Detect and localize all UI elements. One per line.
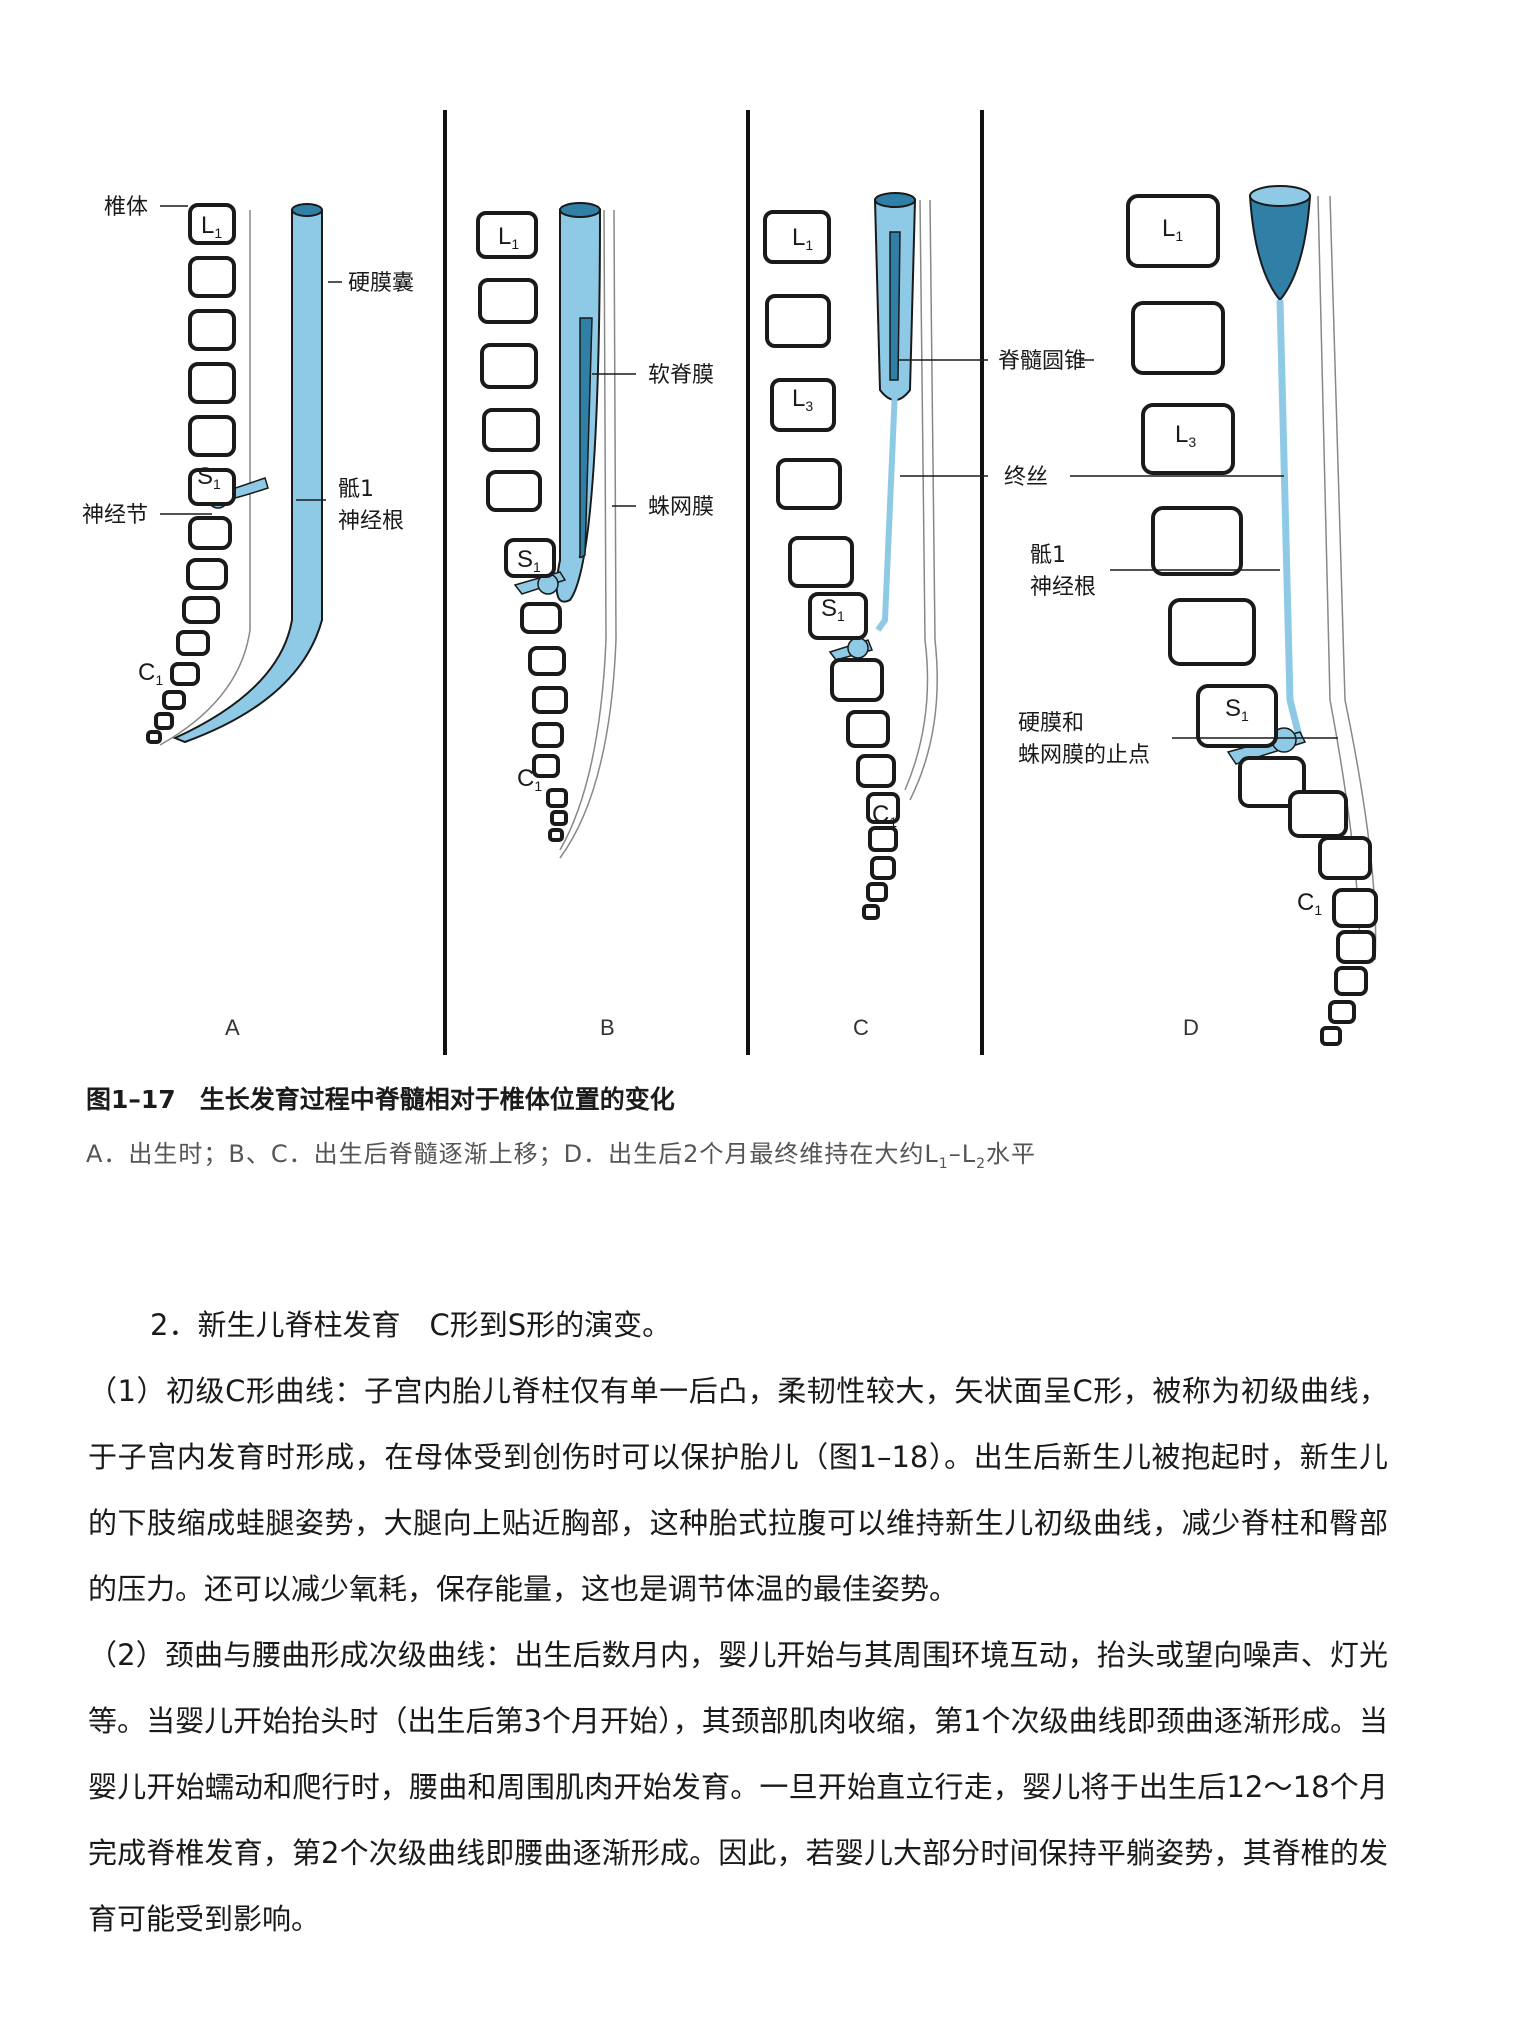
panel-b: L1 S1 C1 软脊膜 蛛网膜 B <box>476 202 714 1040</box>
label-dura-end: 硬膜和 <box>1018 711 1084 736</box>
figure-caption: 图1–17 生长发育过程中脊髓相对于椎体位置的变化 <box>86 1080 675 1116</box>
vertebra-label: C1 <box>138 659 163 688</box>
vertebra-label: S1 <box>821 595 845 624</box>
label-sacral-root-d: 神经根 <box>1030 575 1096 600</box>
vertebra-label: C1 <box>517 765 542 794</box>
panel-c: L1 L3 S1 C1 C <box>763 192 938 1040</box>
vertebra-label: L1 <box>201 212 222 241</box>
label-dura-end: 蛛网膜的止点 <box>1018 743 1150 768</box>
vertebra-label: L3 <box>792 385 813 414</box>
vertebra-label: L1 <box>792 224 813 253</box>
figure-title: 生长发育过程中脊髓相对于椎体位置的变化 <box>199 1085 675 1114</box>
panel-label-c: C <box>853 1015 869 1040</box>
vertebra-label: S1 <box>517 546 541 575</box>
figure-number: 图1–17 <box>86 1085 176 1114</box>
label-ganglion: 神经节 <box>82 503 148 528</box>
panel-label-b: B <box>600 1015 615 1040</box>
spinal-cord-figure: L1 S1 C1 椎体 硬膜囊 神经节 骶1 神经根 A <box>82 110 1378 1055</box>
label-conus: 脊髓圆锥 <box>998 349 1086 374</box>
section-heading: 2．新生儿脊柱发育 C形到S形的演变。 <box>150 1308 672 1342</box>
label-dural-sac: 硬膜囊 <box>348 271 414 296</box>
vertebra-label: L1 <box>498 223 519 252</box>
paragraph: （1）初级C形曲线：子宫内胎儿脊柱仅有单一后凸，柔韧性较大，矢状面呈C形，被称为… <box>88 1374 1388 1606</box>
vertebra-label: L1 <box>1162 215 1183 244</box>
vertebra-label: L3 <box>1175 421 1196 450</box>
label-sacral-root-d: 骶1 <box>1030 543 1066 568</box>
panel-label-a: A <box>225 1015 240 1040</box>
label-filum: 终丝 <box>1004 465 1048 490</box>
paragraph: （2）颈曲与腰曲形成次级曲线：出生后数月内，婴儿开始与其周围环境互动，抬头或望向… <box>88 1638 1388 1936</box>
panel-label-d: D <box>1183 1015 1199 1040</box>
label-sacral-root: 神经根 <box>338 509 404 534</box>
vertebra-label: C1 <box>872 801 897 830</box>
panel-d: L1 L3 S1 C1 脊髓圆锥 终丝 骶1 神经根 硬膜和 蛛网膜的止点 D <box>898 185 1378 1046</box>
vertebra-label: S1 <box>1225 695 1249 724</box>
label-vertebra: 椎体 <box>104 195 148 220</box>
figure-subcaption: A．出生时；B、C．出生后脊髓逐渐上移；D．出生后2个月最终维持在大约L1–L2… <box>86 1140 1036 1172</box>
vertebra-label: S1 <box>197 463 221 492</box>
label-sacral-root: 骶1 <box>338 477 374 502</box>
label-arachnoid: 蛛网膜 <box>648 495 714 520</box>
label-pia: 软脊膜 <box>648 363 714 388</box>
vertebra-label: C1 <box>1297 889 1322 918</box>
panel-a: L1 S1 C1 椎体 硬膜囊 神经节 骶1 神经根 A <box>82 195 414 1040</box>
